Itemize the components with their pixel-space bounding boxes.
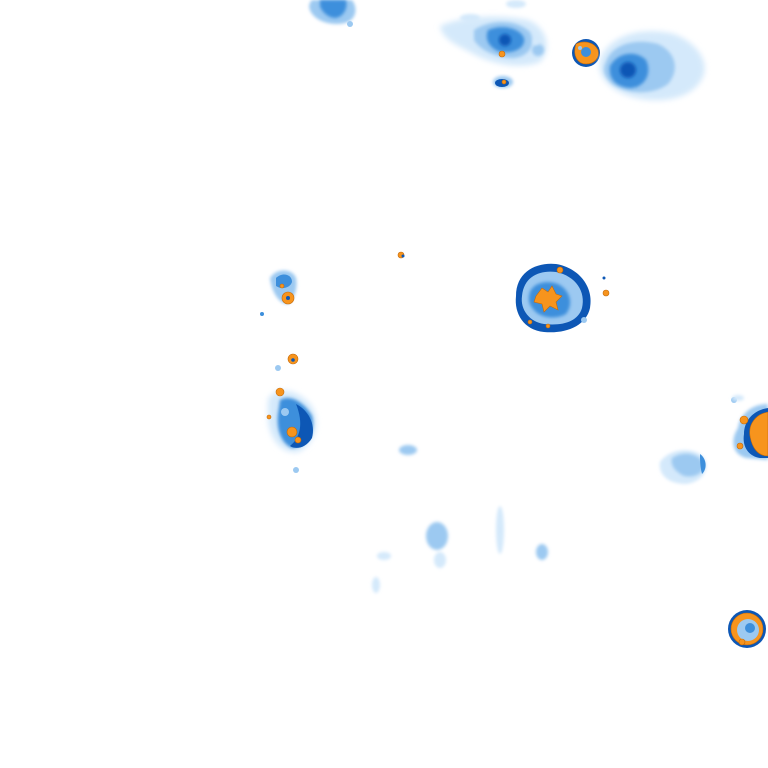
cell-right-edge-orange [731,397,768,460]
cell-top-left-fragment [309,0,356,27]
cell-left-dot [275,353,299,371]
cell-top-center [440,16,547,66]
cell-top-small [493,76,513,88]
cell-right-faint [659,450,706,484]
cell-top-orange [572,39,600,67]
debris-center-bottom [372,0,744,593]
cell-bottom-right [728,610,766,648]
cell-tiny-dot [397,251,405,259]
cell-left-upper [260,270,297,316]
cell-top-right-large [599,31,705,101]
cell-left-lower [266,387,317,473]
cell-center-large [515,263,610,333]
